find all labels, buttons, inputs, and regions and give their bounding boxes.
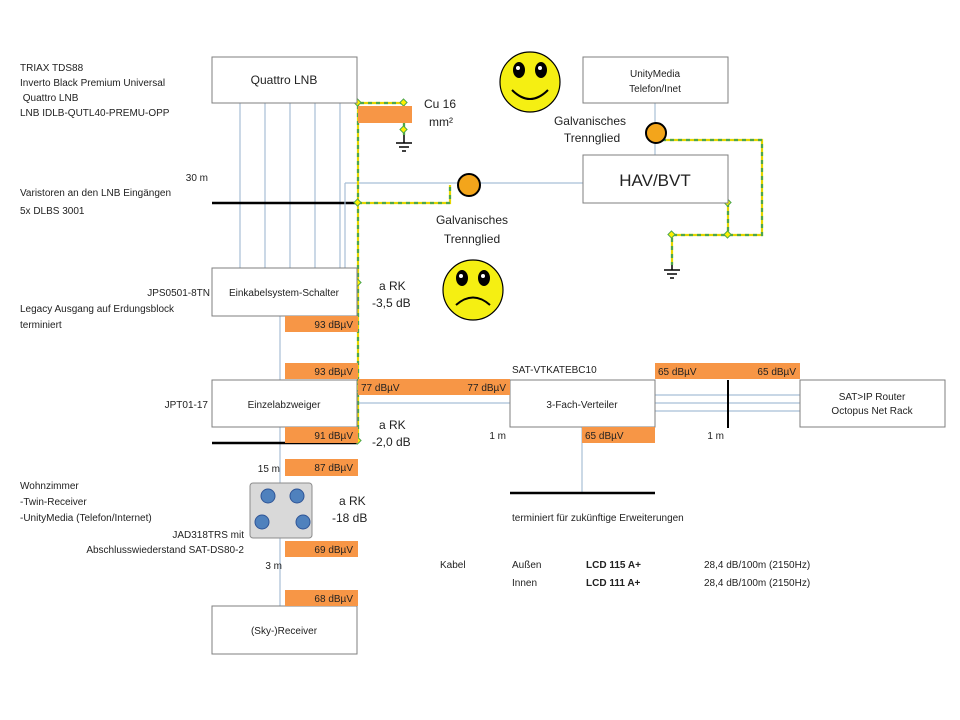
switch-rk-1: a RK	[379, 279, 406, 293]
lnb-desc-3: Quattro LNB	[20, 93, 79, 104]
tap-rk-1: a RK	[379, 418, 406, 432]
quattro-lnb-box	[211, 56, 358, 104]
level-switch-out	[285, 316, 358, 332]
splitter-box	[509, 379, 656, 428]
trennglied-top-icon	[645, 122, 667, 144]
level-tap-right-text: 77 dBµV	[361, 383, 400, 394]
level-router-in-text: 65 dBµV	[757, 367, 796, 378]
cu-ground-block	[358, 106, 412, 123]
length-15m: 15 m	[258, 464, 280, 475]
level-receiver-in	[285, 590, 358, 606]
length-1m-right: 1 m	[707, 431, 724, 442]
happy-smiley-icon	[499, 51, 561, 113]
ground-symbol-left-icon	[396, 135, 412, 152]
cable-row2-type: LCD 111 A+	[586, 578, 641, 589]
hav-label: HAV/BVT	[619, 171, 690, 190]
switch-desc-2: Legacy Ausgang auf Erdungsblock	[20, 304, 175, 315]
tap-label: Einzelabzweiger	[248, 400, 321, 411]
splitter-model: SAT-VTKATEBC10	[512, 365, 597, 376]
router-line2: Octopus Net Rack	[831, 406, 913, 417]
cable-row2-att: 28,4 dB/100m (2150Hz)	[704, 578, 810, 589]
unitymedia-line2: Telefon/Inet	[629, 84, 681, 95]
lnb-coax-bundle	[239, 103, 341, 268]
level-wall-out-text: 69 dBµV	[314, 545, 353, 556]
length-3m: 3 m	[265, 561, 282, 572]
wall-desc-5: Abschlusswiederstand SAT-DS80-2	[86, 545, 244, 556]
length-1m-left: 1 m	[489, 431, 506, 442]
terminated-text: terminiert für zukünftige Erweiterungen	[512, 513, 684, 524]
varistor-desc-2: 5x DLBS 3001	[20, 206, 85, 217]
receiver-label: (Sky-)Receiver	[251, 626, 318, 637]
router-box	[799, 379, 946, 428]
level-wall-out	[285, 541, 358, 557]
level-router	[655, 363, 800, 379]
cu-label-2: mm²	[429, 115, 453, 129]
cu-label-1: Cu 16	[424, 97, 456, 111]
level-receiver-in-text: 68 dBµV	[314, 594, 353, 605]
tap-desc: JPT01-17	[165, 400, 209, 411]
level-wall-in-text: 87 dBµV	[314, 463, 353, 474]
wall-socket-icon	[249, 482, 313, 539]
lnb-desc-4: LNB IDLB-QUTL40-PREMU-OPP	[20, 108, 170, 119]
level-tap-out-text: 91 dBµV	[314, 431, 353, 442]
trennglied-top-label-1: Galvanisches	[554, 114, 626, 128]
level-tap-in-text: 93 dBµV	[314, 367, 353, 378]
wall-desc-2: -Twin-Receiver	[20, 497, 87, 508]
wall-desc-1: Wohnzimmer	[20, 481, 79, 492]
level-tap-right	[358, 379, 510, 395]
varistor-desc-1: Varistoren an den LNB Eingängen	[20, 188, 171, 199]
level-splitter-in-text: 77 dBµV	[467, 383, 506, 394]
ground-wire-right	[662, 138, 764, 265]
trennglied-top-label-2: Trennglied	[564, 131, 620, 145]
level-splitter-down	[582, 427, 655, 443]
trennglied-mid-label-2: Trennglied	[444, 232, 500, 246]
unitymedia-box	[582, 56, 729, 104]
cable-label: Kabel	[440, 560, 466, 571]
tap-box	[211, 379, 358, 428]
router-line1: SAT>IP Router	[839, 392, 906, 403]
level-wall-in	[285, 459, 358, 476]
switch-desc-1: JPS0501-8TN	[147, 288, 210, 299]
switch-desc-3: terminiert	[20, 320, 62, 331]
varistor-length: 30 m	[186, 173, 208, 184]
cable-row2-where: Innen	[512, 578, 537, 589]
switch-box	[211, 267, 358, 317]
unitymedia-line1: UnityMedia	[630, 69, 680, 80]
trennglied-mid-icon	[457, 173, 481, 197]
level-tap-out	[285, 427, 358, 443]
lnb-desc-1: TRIAX TDS88	[20, 63, 84, 74]
switch-label: Einkabelsystem-Schalter	[229, 288, 340, 299]
ground-symbol-right-icon	[664, 265, 680, 279]
trennglied-mid-label-1: Galvanisches	[436, 213, 508, 227]
wall-rk-2: -18 dB	[332, 511, 367, 525]
receiver-box	[211, 605, 358, 655]
wall-desc-3: -UnityMedia (Telefon/Internet)	[20, 513, 152, 524]
cable-row1-type: LCD 115 A+	[586, 560, 641, 571]
sad-smiley-icon	[442, 259, 504, 321]
wall-rk-1: a RK	[339, 494, 366, 508]
level-switch-out-text: 93 dBµV	[314, 320, 353, 331]
splitter-label: 3-Fach-Verteiler	[546, 400, 618, 411]
switch-rk-2: -3,5 dB	[372, 296, 411, 310]
hav-box	[582, 154, 729, 204]
lnb-desc-2: Inverto Black Premium Universal	[20, 78, 165, 89]
level-tap-in	[285, 363, 358, 379]
cable-row1-where: Außen	[512, 560, 541, 571]
tap-rk-2: -2,0 dB	[372, 435, 411, 449]
cable-row1-att: 28,4 dB/100m (2150Hz)	[704, 560, 810, 571]
quattro-lnb-label: Quattro LNB	[251, 73, 318, 87]
level-splitter-out1-text: 65 dBµV	[658, 367, 697, 378]
wall-desc-4: JAD318TRS mit	[172, 530, 244, 541]
level-splitter-down-text: 65 dBµV	[585, 431, 624, 442]
